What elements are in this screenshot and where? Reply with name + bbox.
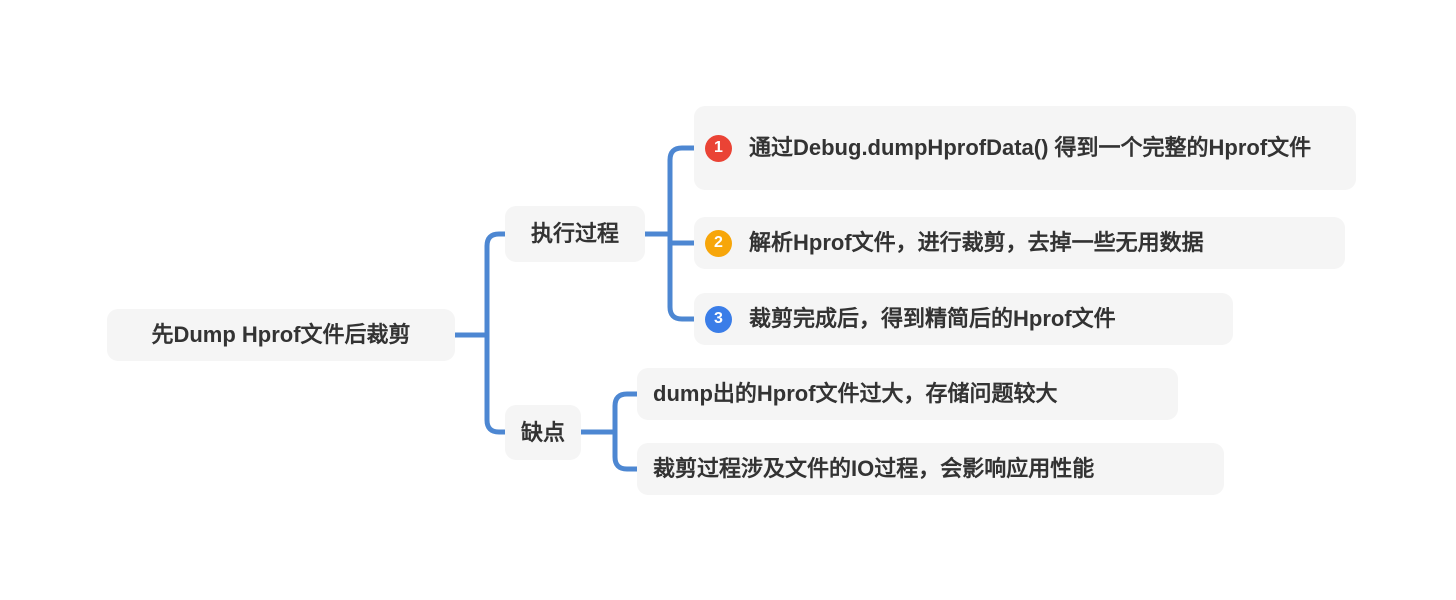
priority-1-icon: 1 bbox=[705, 134, 732, 162]
priority-3-icon: 3 bbox=[705, 305, 732, 333]
drawback-node-1[interactable]: dump出的Hprof文件过大，存储问题较大 bbox=[637, 368, 1178, 420]
connector-root-to-drawback bbox=[484, 332, 508, 435]
drawback-node-2[interactable]: 裁剪过程涉及文件的IO过程，会影响应用性能 bbox=[637, 443, 1224, 495]
connector-root-to-process bbox=[484, 231, 508, 338]
drawback-1-text: dump出的Hprof文件过大，存储问题较大 bbox=[653, 381, 1058, 406]
branch-process-label: 执行过程 bbox=[530, 221, 619, 246]
connector-process-trunk bbox=[667, 145, 697, 322]
step-node-3[interactable]: 3 裁剪完成后，得到精简后的Hprof文件 bbox=[694, 293, 1233, 345]
drawback-2-text: 裁剪过程涉及文件的IO过程，会影响应用性能 bbox=[653, 456, 1095, 481]
connector-drawback-trunk bbox=[612, 391, 640, 472]
step-node-2[interactable]: 2 解析Hprof文件，进行裁剪，去掉一些无用数据 bbox=[694, 217, 1345, 269]
root-node-label: 先Dump Hprof文件后裁剪 bbox=[151, 322, 411, 347]
root-node[interactable]: 先Dump Hprof文件后裁剪 bbox=[107, 309, 455, 361]
priority-2-icon: 2 bbox=[705, 229, 732, 257]
branch-node-drawback[interactable]: 缺点 bbox=[505, 405, 581, 460]
step-2-text: 解析Hprof文件，进行裁剪，去掉一些无用数据 bbox=[749, 230, 1204, 255]
step-3-text: 裁剪完成后，得到精简后的Hprof文件 bbox=[749, 306, 1116, 331]
step-1-text: 通过Debug.dumpHprofData() 得到一个完整的Hprof文件 bbox=[749, 135, 1312, 160]
step-node-1[interactable]: 1 通过Debug.dumpHprofData() 得到一个完整的Hprof文件 bbox=[694, 106, 1356, 190]
branch-node-process[interactable]: 执行过程 bbox=[505, 206, 645, 262]
branch-drawback-label: 缺点 bbox=[520, 419, 565, 445]
